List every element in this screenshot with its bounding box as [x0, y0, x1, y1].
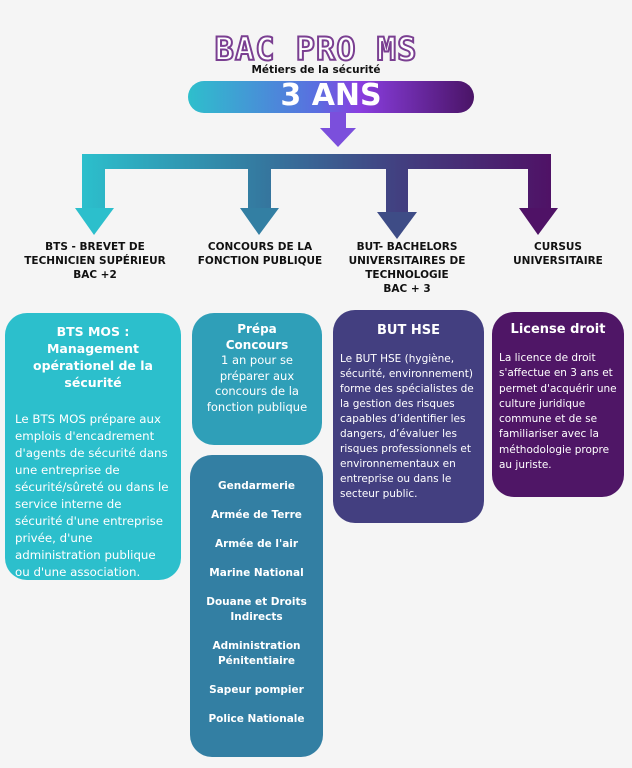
heading-line: BAC +2: [73, 269, 117, 281]
arrow-head-cursus: [519, 208, 558, 235]
list-item: Armée de Terre: [211, 509, 302, 521]
list-item: Sapeur pompier: [209, 684, 304, 696]
card-title: License droit: [510, 322, 606, 337]
card-title: BTS MOS : Management opérationel de la s…: [33, 324, 153, 390]
card-title: BUT HSE: [377, 323, 440, 338]
list-item: Police Nationale: [208, 713, 305, 725]
arrow-head-bts: [75, 208, 114, 235]
heading-line: CURSUS: [534, 241, 582, 253]
heading-concours: CONCOURS DE LA FONCTION PUBLIQUE: [190, 240, 330, 268]
list-item: Armée de l'air: [214, 538, 299, 550]
heading-line: TECHNICIEN SUPÉRIEUR: [24, 255, 166, 267]
main-title: BAC PRO MS: [214, 29, 418, 69]
heading-line: BUT- BACHELORS: [356, 241, 458, 253]
card-license-droit: License droit La licence de droit s'affe…: [492, 312, 624, 497]
arrow-head-concours: [240, 208, 279, 235]
card-prepa-concours: Prépa Concours 1 an pour se préparer aux…: [192, 313, 322, 445]
heading-line: BTS - BREVET DE: [45, 241, 145, 253]
heading-line: TECHNOLOGIE: [365, 269, 449, 281]
list-item: Douane et Droits Indirects: [206, 596, 307, 623]
card-bts-mos: BTS MOS : Management opérationel de la s…: [5, 313, 181, 580]
card-body: Le BTS MOS prépare aux emplois d'encadre…: [15, 412, 169, 579]
connector-bar: [82, 154, 551, 212]
heading-line: FONCTION PUBLIQUE: [197, 255, 323, 267]
card-body: La licence de droit s'affectue en 3 ans …: [499, 352, 617, 472]
heading-line: UNIVERSITAIRES DE: [348, 255, 466, 267]
card-body: Le BUT HSE (hygiène, sécurité, environne…: [340, 353, 474, 500]
heading-cursus: CURSUS UNIVERSITAIRE: [490, 240, 626, 268]
list-item: Gendarmerie: [218, 480, 295, 492]
down-arrow-main: [320, 112, 356, 147]
heading-line: UNIVERSITAIRE: [513, 255, 603, 267]
branch-arrows: [75, 112, 558, 239]
duration-label: 3 ANS: [280, 78, 382, 113]
card-body: 1 an pour se préparer aux concours de la…: [206, 353, 308, 414]
heading-line: CONCOURS DE LA: [207, 241, 313, 253]
card-concours-list: Gendarmerie Armée de Terre Armée de l'ai…: [190, 455, 323, 757]
heading-but: BUT- BACHELORS UNIVERSITAIRES DE TECHNOL…: [333, 240, 481, 296]
duration-banner: [188, 81, 474, 113]
card-title: Prépa Concours: [225, 322, 289, 352]
heading-bts: BTS - BREVET DE TECHNICIEN SUPÉRIEUR BAC…: [10, 240, 180, 282]
list-item: Marine National: [209, 567, 304, 579]
heading-line: BAC + 3: [383, 283, 431, 295]
list-item: Administration Pénitentiaire: [212, 640, 301, 667]
subtitle: Métiers de la sécurité: [251, 64, 381, 76]
arrow-head-but: [377, 212, 417, 239]
card-but-hse: BUT HSE Le BUT HSE (hygiène, sécurité, e…: [333, 310, 484, 523]
